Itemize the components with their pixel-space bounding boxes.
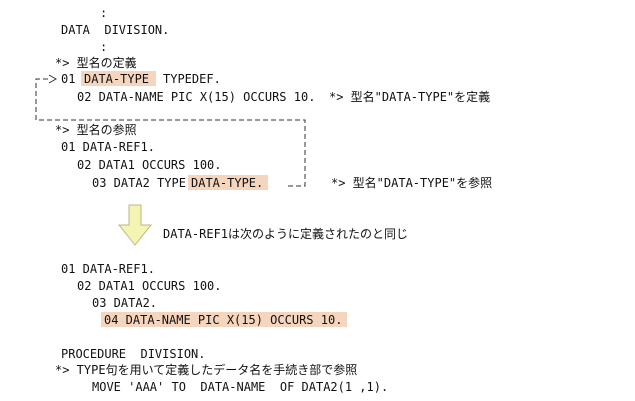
ellipsis-colon-top: : xyxy=(100,6,108,20)
equiv-line-03: 03 DATA2. xyxy=(92,296,158,310)
ref-line-01: 01 DATA-REF1. xyxy=(61,140,155,154)
equiv-line-04: 04 DATA-NAME PIC X(15) OCCURS 10. xyxy=(104,313,343,327)
comment-typedef-reference: *> 型名の参照 xyxy=(55,123,137,137)
ref-comment: *> 型名"DATA-TYPE"を参照 xyxy=(331,176,493,190)
highlight-data-type-definition xyxy=(81,71,156,86)
ref-line-03: 03 DATA2 TYPE xyxy=(92,176,186,190)
move-statement: MOVE 'AAA' TO DATA-NAME OF DATA2(1 ,1). xyxy=(92,380,389,394)
def-comment: *> 型名"DATA-TYPE"を定義 xyxy=(329,90,491,104)
def-level-number: 01 xyxy=(61,72,76,86)
ref-type-name: DATA-TYPE. xyxy=(191,176,264,190)
def-data-name-line: 02 DATA-NAME PIC X(15) OCCURS 10. xyxy=(77,90,316,104)
equiv-line-01: 01 DATA-REF1. xyxy=(61,262,155,276)
arrow-caption: DATA-REF1は次のように定義されたのと同じ xyxy=(163,227,409,241)
comment-typedef-definition: *> 型名の定義 xyxy=(55,56,137,70)
down-arrow-icon xyxy=(117,204,153,246)
def-typedef-keyword: TYPEDEF. xyxy=(163,72,221,86)
highlight-expanded-data-name xyxy=(101,312,347,327)
connector-arrowhead xyxy=(48,74,58,84)
def-type-name: DATA-TYPE xyxy=(84,72,150,86)
data-division-line: DATA DIVISION. xyxy=(61,23,170,37)
equiv-line-02: 02 DATA1 OCCURS 100. xyxy=(77,279,222,293)
ref-line-02: 02 DATA1 OCCURS 100. xyxy=(77,158,222,172)
comment-procedure: *> TYPE句を用いて定義したデータ名を手続き部で参照 xyxy=(55,363,358,377)
dashed-connector-line xyxy=(35,78,306,187)
procedure-division-line: PROCEDURE DIVISION. xyxy=(61,347,206,361)
ellipsis-colon-mid: : xyxy=(100,40,108,54)
highlight-data-type-reference xyxy=(188,175,268,190)
